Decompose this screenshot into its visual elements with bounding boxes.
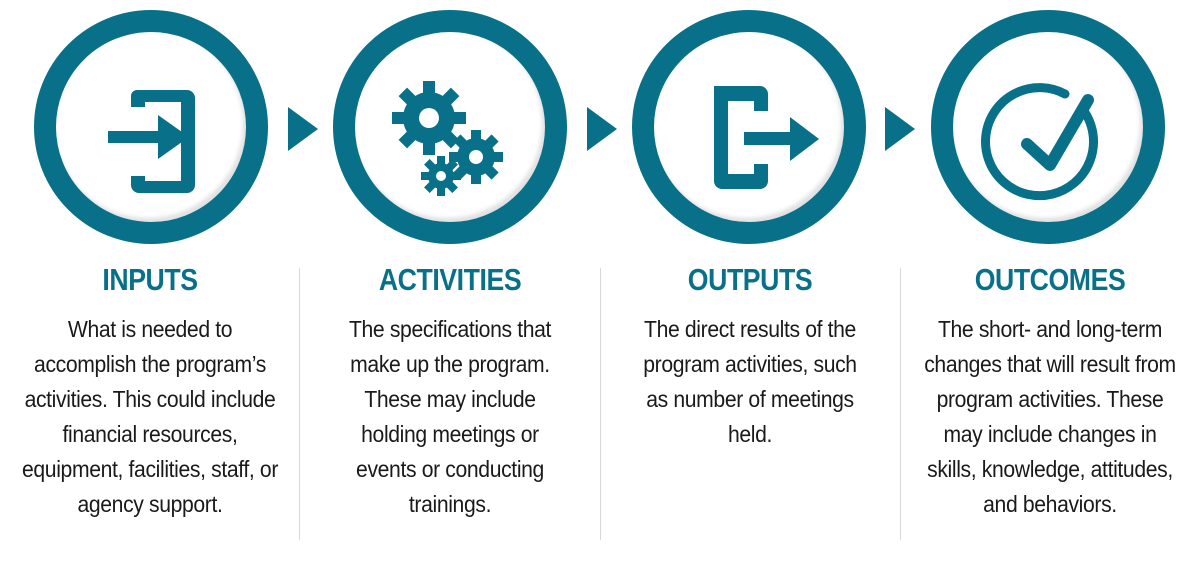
divider: [900, 268, 901, 540]
outputs-column: OUTPUTS The direct results of the progra…: [600, 262, 900, 452]
sign-in-icon: [108, 90, 195, 193]
sign-out-icon: [714, 86, 819, 189]
inputs-circle: [34, 10, 268, 244]
divider: [600, 268, 601, 540]
activities-title: ACTIVITIES: [378, 262, 522, 297]
inputs-description: What is needed to accomplish the program…: [22, 316, 278, 517]
activities-circle: [333, 10, 567, 244]
outcomes-title: OUTCOMES: [974, 262, 1126, 297]
check-circle-icon: [981, 83, 1098, 201]
activities-description: The specifications that make up the prog…: [348, 316, 552, 517]
outputs-title: OUTPUTS: [687, 262, 813, 297]
flow-arrow: [587, 107, 617, 151]
flow-arrow: [885, 107, 915, 151]
inputs-title: INPUTS: [102, 262, 198, 297]
outcomes-description: The short- and long-term changes that wi…: [924, 316, 1176, 517]
outputs-description: The direct results of the program activi…: [643, 316, 857, 447]
outcomes-circle: [931, 10, 1165, 244]
inputs-column: INPUTS What is needed to accomplish the …: [0, 262, 300, 522]
divider: [299, 268, 300, 540]
outcomes-column: OUTCOMES The short- and long-term change…: [900, 262, 1200, 522]
activities-column: ACTIVITIES The specifications that make …: [300, 262, 600, 522]
flow-arrow: [288, 107, 318, 151]
outputs-circle: [632, 10, 866, 244]
gears-icon: [392, 81, 503, 196]
